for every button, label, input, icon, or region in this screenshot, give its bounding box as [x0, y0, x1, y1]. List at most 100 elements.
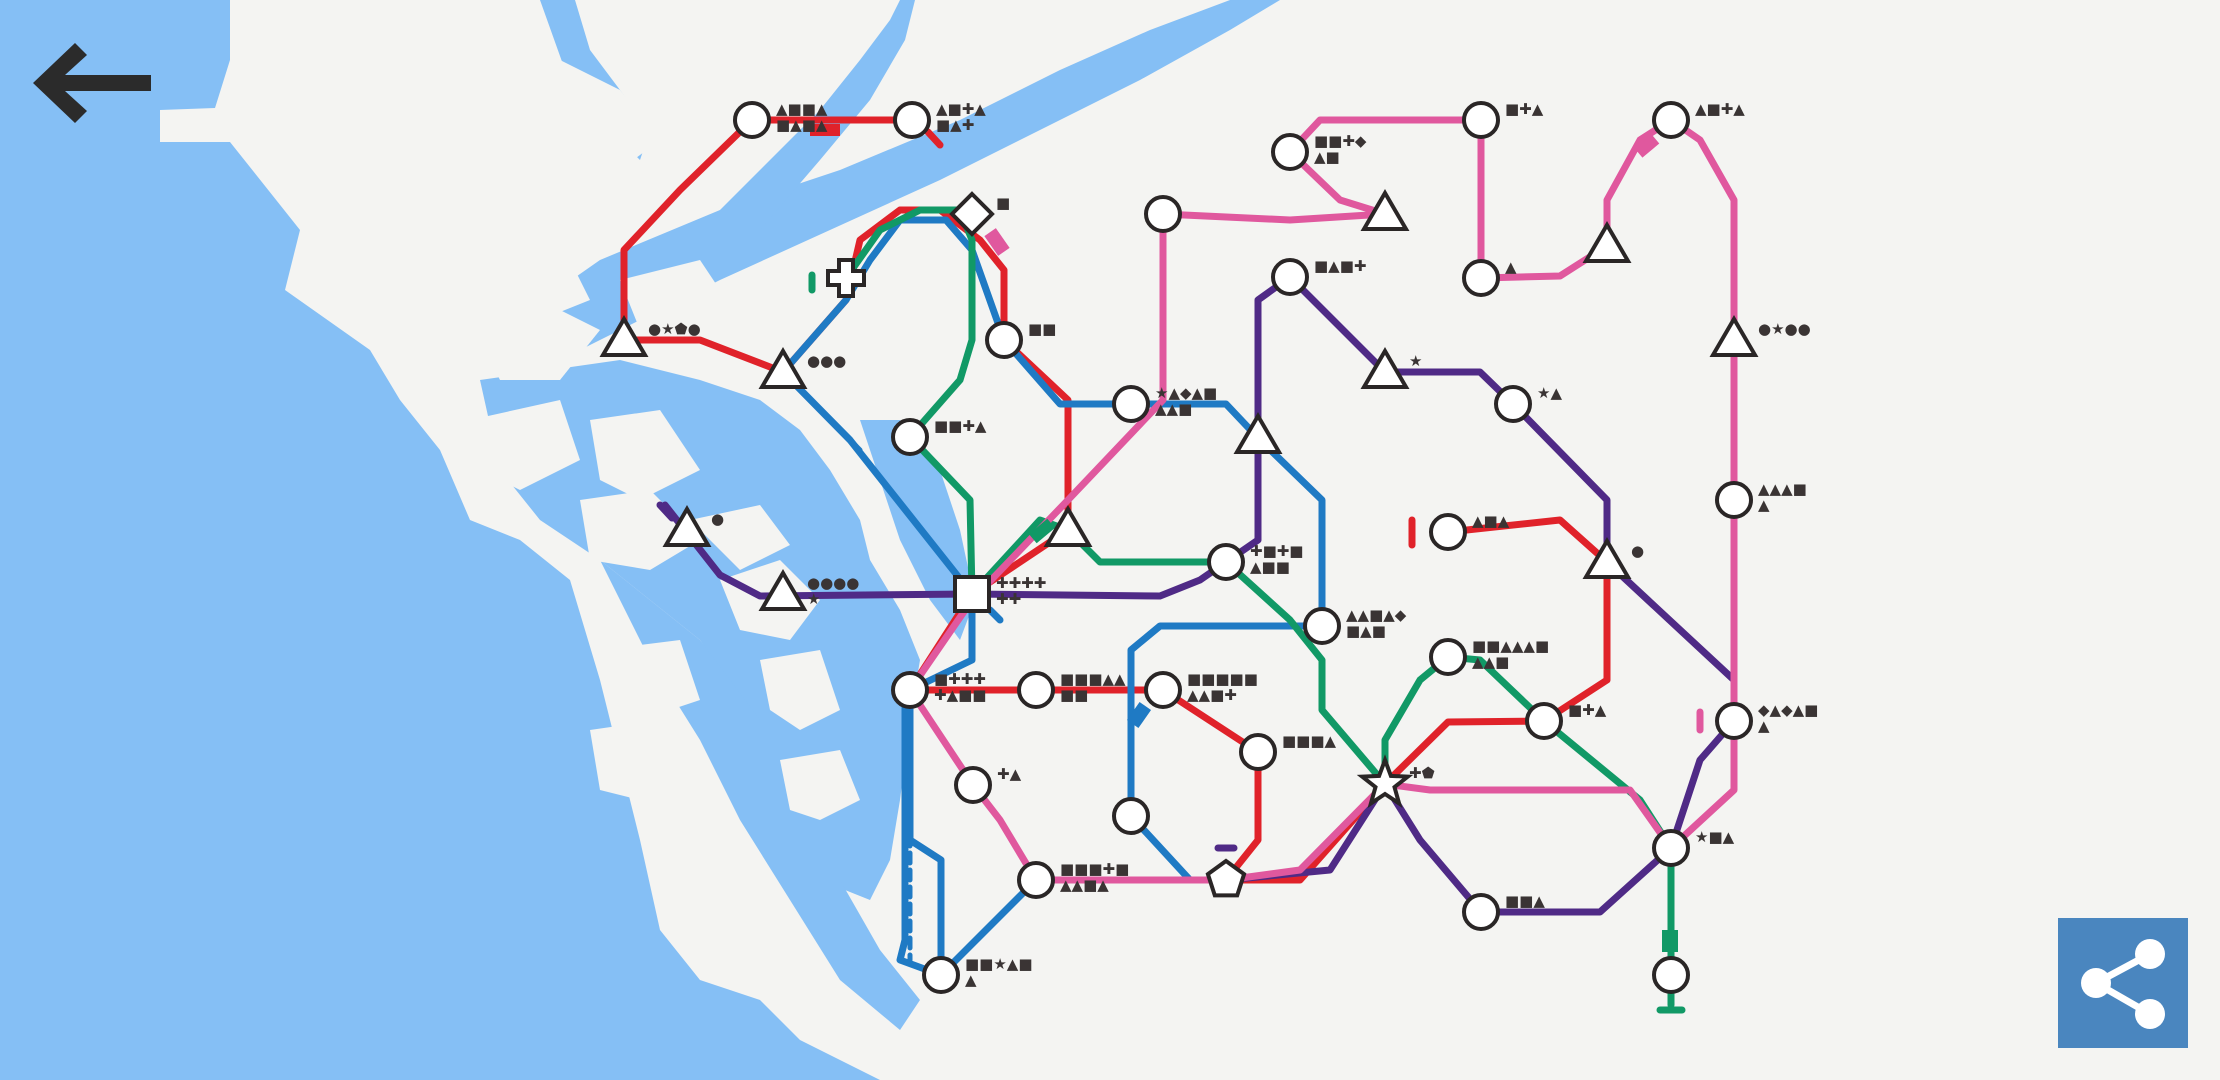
station-circle-42: ★■▲ — [1652, 828, 1735, 867]
station-marker — [1582, 221, 1632, 263]
stations: ▲■■▲■▲■▲▲■✚▲■▲✚■■■●★⬟●●●●■■✚▲★▲◆▲■▲▲■●●●… — [599, 100, 1818, 994]
arrow-left-icon — [33, 43, 151, 123]
passenger-queue: ▲ — [1505, 258, 1517, 276]
station-marker — [1715, 481, 1753, 519]
station-marker — [1582, 537, 1632, 579]
station-marker — [1144, 671, 1182, 709]
passenger-queue: ■■■✚■ — [1060, 860, 1129, 878]
passenger-queue: ▲▲■ — [1155, 400, 1192, 418]
station-circle-39 — [1112, 797, 1150, 835]
station-marker — [1709, 315, 1759, 357]
station-marker — [1112, 385, 1150, 423]
station-circle-13: ✚■✚■▲■■ — [1207, 542, 1303, 581]
passenger-queue: ★▲ — [1537, 384, 1562, 402]
station-circle-23: ▲■✚▲ — [1652, 100, 1745, 139]
station-marker — [758, 347, 808, 389]
share-button[interactable] — [2058, 918, 2188, 1048]
station-triangle-9: ● — [662, 505, 724, 547]
station-star-37: ✚⬟ — [1356, 754, 1435, 809]
passenger-queue: ■▲■▲ — [776, 116, 828, 134]
station-marker — [1462, 893, 1500, 931]
station-triangle-6: ●●● — [758, 347, 846, 389]
station-marker — [826, 258, 866, 298]
station-marker — [922, 956, 960, 994]
station-marker — [733, 101, 771, 139]
station-circle-26: ★▲ — [1494, 384, 1562, 423]
station-circle-30: ■■▲▲▲■▲▲■ — [1429, 637, 1549, 676]
station-marker — [891, 671, 929, 709]
passenger-queue: ■■ — [1028, 320, 1056, 338]
station-circle-31: ■✚▲ — [1525, 701, 1607, 740]
passenger-queue: ■■★▲■ — [965, 955, 1033, 973]
back-button[interactable] — [18, 28, 158, 138]
passenger-queue: ■▲✚ — [936, 116, 974, 134]
station-marker — [1017, 671, 1055, 709]
piers — [360, 0, 860, 950]
station-triangle-22 — [1582, 221, 1632, 263]
station-diamond-2: ■ — [949, 191, 1010, 237]
station-marker — [1356, 754, 1414, 809]
passenger-queue: ●★⬟● — [648, 320, 701, 338]
share-icon — [2058, 918, 2188, 1048]
station-marker — [1043, 505, 1093, 547]
passenger-queue: ■■▲▲▲■ — [1472, 637, 1549, 655]
station-circle-16: ■■✚◆▲■ — [1271, 132, 1367, 171]
passenger-queue: ■■✚◆ — [1314, 132, 1367, 150]
station-marker — [758, 569, 808, 611]
station-marker — [954, 766, 992, 804]
station-circle-35: ■■■■■▲▲■✚ — [1144, 670, 1258, 709]
station-triangle-14 — [1233, 412, 1283, 454]
station-marker — [893, 101, 931, 139]
station-triangle-17 — [1360, 189, 1410, 231]
station-circle-36: ■■■▲ — [1239, 732, 1337, 771]
passenger-queue: ●★●● — [1758, 320, 1811, 338]
station-circle-25: ▲▲▲■▲ — [1715, 480, 1807, 519]
trains — [810, 124, 1678, 952]
station-circle-44: ■■★▲■▲ — [922, 955, 1033, 994]
station-marker — [1205, 858, 1247, 898]
station-marker — [1652, 829, 1690, 867]
train-blue — [1126, 701, 1152, 729]
station-marker — [1429, 638, 1467, 676]
station-marker — [1239, 733, 1277, 771]
station-marker — [1462, 101, 1500, 139]
passenger-queue: ★ — [807, 590, 820, 608]
passenger-queue: ▲■✚▲ — [936, 100, 986, 118]
station-circle-41: ■■■✚■▲▲■▲ — [1017, 860, 1129, 899]
station-triangle-19: ★ — [1360, 347, 1422, 389]
passenger-queue: ▲ — [1758, 496, 1770, 514]
passenger-queue: ✚▲ — [997, 765, 1022, 783]
station-square-11: ✚✚✚✚✚✚ — [953, 574, 1046, 613]
passenger-queue: ★■▲ — [1695, 828, 1735, 846]
station-pentagon-40 — [1205, 858, 1247, 898]
passenger-queue: ▲▲■ — [1472, 653, 1509, 671]
passenger-queue: ■✚✚✚ — [934, 670, 986, 688]
station-circle-29: ▲▲■▲◆■▲■ — [1303, 606, 1407, 645]
passenger-queue: ▲▲▲■ — [1758, 480, 1807, 498]
station-marker — [1303, 607, 1341, 645]
station-circle-43: ■■▲ — [1462, 892, 1545, 931]
station-marker — [1360, 347, 1410, 389]
station-circle-33: ■✚✚✚✚▲■■ — [891, 670, 986, 709]
passenger-queue: ✚⬟ — [1409, 764, 1435, 782]
passenger-queue: ▲■■ — [1250, 558, 1290, 576]
station-triangle-24: ●★●● — [1709, 315, 1811, 357]
station-circle-38: ✚▲ — [954, 765, 1022, 804]
passenger-queue: ■ — [996, 194, 1010, 212]
passenger-queue: ▲■■▲ — [776, 100, 828, 118]
passenger-queue: ✚▲■■ — [934, 686, 986, 704]
station-circle-34: ■■■▲▲■■ — [1017, 670, 1126, 709]
passenger-queue: ▲ — [1758, 717, 1770, 735]
station-circle-27: ▲■▲ — [1429, 512, 1510, 551]
passenger-queue: ● — [1631, 542, 1644, 560]
passenger-queue: ▲▲■▲ — [1060, 876, 1109, 894]
train-red — [810, 124, 840, 136]
station-marker — [1271, 258, 1309, 296]
passenger-queue: ●●●● — [807, 574, 859, 592]
station-marker — [1207, 543, 1245, 581]
passenger-queue: ★▲◆▲■ — [1155, 384, 1217, 402]
passenger-queue: ▲▲■✚ — [1187, 686, 1237, 704]
passenger-queue: ▲▲■▲◆ — [1346, 606, 1407, 624]
station-circle-45 — [1652, 956, 1690, 994]
station-marker — [1494, 385, 1532, 423]
